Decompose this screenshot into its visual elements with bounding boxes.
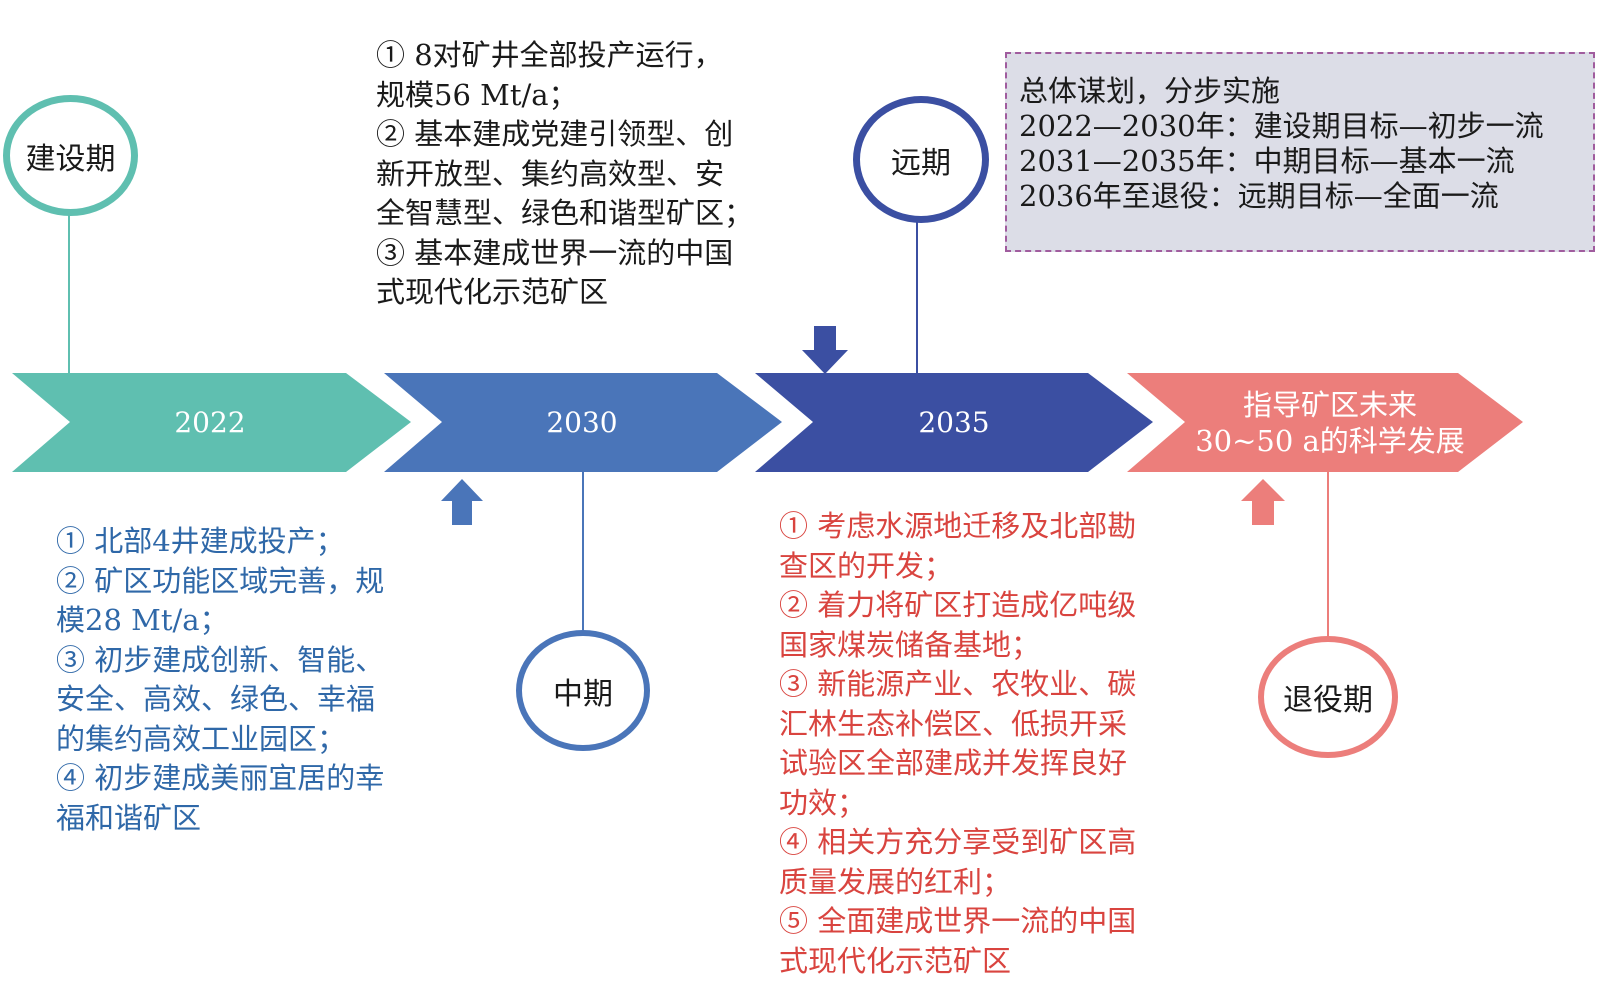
connector-long [916, 220, 918, 373]
goal-line: ① 8对矿井全部投产运行， [376, 36, 753, 76]
goal-line: 国家煤炭储备基地； [779, 626, 1136, 666]
up-arrow-icon [1241, 479, 1285, 525]
summary-line: 2036年至退役：远期目标—全面一流 [1019, 179, 1593, 214]
phase-label: 退役期 [1283, 675, 1373, 719]
arrow-label-2030: 2030 [412, 373, 752, 472]
phase-label: 中期 [553, 669, 613, 713]
goal-line: ② 矿区功能区域完善，规 [56, 562, 384, 602]
goal-line: 全智慧型、绿色和谐型矿区； [376, 194, 753, 234]
mid-goals: ① 8对矿井全部投产运行， 规模56 Mt/a； ② 基本建成党建引领型、创 新… [376, 36, 753, 313]
goal-line: 新开放型、集约高效型、安 [376, 155, 753, 195]
summary-line: 2022—2030年：建设期目标—初步一流 [1019, 109, 1593, 144]
goal-line: ⑤ 全面建成世界一流的中国 [779, 902, 1136, 942]
goal-line: ① 北部4井建成投产； [56, 522, 384, 562]
long-term-goals: ① 考虑水源地迁移及北部勘 查区的开发； ② 着力将矿区打造成亿吨级 国家煤炭储… [779, 507, 1136, 981]
year-label: 2030 [546, 405, 617, 441]
summary-line: 2031—2035年：中期目标—基本一流 [1019, 144, 1593, 179]
goal-line: 规模56 Mt/a； [376, 76, 753, 116]
goal-line: 福和谐矿区 [56, 799, 384, 839]
phase-circle-mid: 中期 [516, 630, 650, 751]
phase-circle-construction: 建设期 [3, 95, 138, 216]
construction-goals: ① 北部4井建成投产； ② 矿区功能区域完善，规 模28 Mt/a； ③ 初步建… [56, 522, 384, 838]
summary-box: 总体谋划，分步实施 2022—2030年：建设期目标—初步一流 2031—203… [1005, 52, 1595, 252]
goal-line: ③ 初步建成创新、智能、 [56, 641, 384, 681]
goal-line: 式现代化示范矿区 [779, 942, 1136, 981]
up-arrow-icon [441, 479, 483, 525]
goal-line: ④ 相关方充分享受到矿区高 [779, 823, 1136, 863]
goal-line: 试验区全部建成并发挥良好 [779, 744, 1136, 784]
goal-line: 的集约高效工业园区； [56, 720, 384, 760]
goal-line: 查区的开发； [779, 547, 1136, 587]
connector-construction [68, 213, 70, 373]
goal-line: 安全、高效、绿色、幸福 [56, 680, 384, 720]
future-line-2: 30~50 a的科学发展 [1195, 423, 1465, 459]
year-label: 2022 [174, 405, 245, 441]
summary-line: 总体谋划，分步实施 [1019, 74, 1593, 109]
goal-line: ④ 初步建成美丽宜居的幸 [56, 759, 384, 799]
goal-line: ② 基本建成党建引领型、创 [376, 115, 753, 155]
goal-line: ③ 基本建成世界一流的中国 [376, 234, 753, 274]
arrow-label-future: 指导矿区未来 30~50 a的科学发展 [1160, 373, 1500, 472]
connector-retirement [1327, 472, 1329, 637]
goal-line: ② 着力将矿区打造成亿吨级 [779, 586, 1136, 626]
phase-label: 远期 [891, 138, 951, 182]
goal-line: ③ 新能源产业、农牧业、碳 [779, 665, 1136, 705]
goal-line: 式现代化示范矿区 [376, 273, 753, 313]
goal-line: ① 考虑水源地迁移及北部勘 [779, 507, 1136, 547]
year-label: 2035 [918, 405, 989, 441]
goal-line: 模28 Mt/a； [56, 601, 384, 641]
arrow-label-2022: 2022 [40, 373, 380, 472]
goal-line: 汇林生态补偿区、低损开采 [779, 705, 1136, 745]
phase-circle-long: 远期 [853, 96, 989, 223]
goal-line: 功效； [779, 784, 1136, 824]
arrow-label-2035: 2035 [784, 373, 1124, 472]
phase-circle-retirement: 退役期 [1258, 636, 1398, 758]
phase-label: 建设期 [26, 134, 116, 178]
down-arrow-icon [802, 326, 848, 374]
goal-line: 质量发展的红利； [779, 863, 1136, 903]
connector-mid [582, 472, 584, 632]
future-line-1: 指导矿区未来 [1195, 387, 1465, 423]
